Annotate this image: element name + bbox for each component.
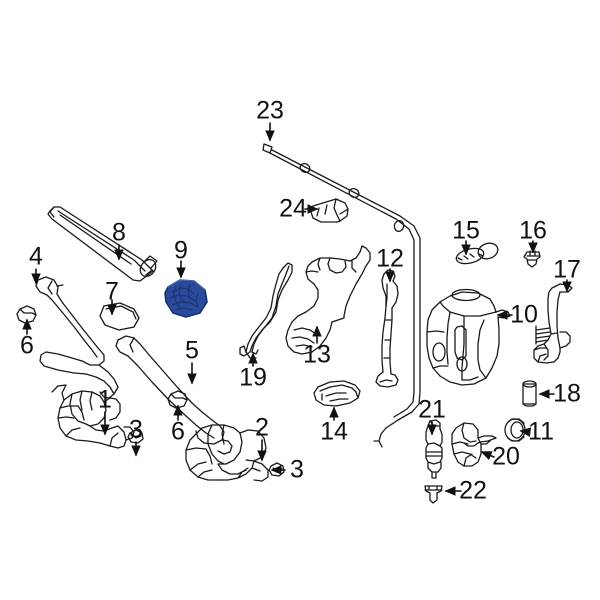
callout-label-1[interactable]: 1: [98, 385, 112, 414]
part-washer-fluid-hose: [262, 143, 421, 448]
part-wiper-motor-assembly-front: [51, 384, 135, 449]
callout-label-20[interactable]: 20: [492, 442, 520, 471]
callout-label-16[interactable]: 16: [519, 216, 547, 245]
callout-label-11[interactable]: 11: [528, 417, 554, 446]
part-washer-hose-bracket: [285, 245, 371, 355]
callout-label-3b[interactable]: 3: [290, 455, 304, 484]
callout-label-22[interactable]: 22: [459, 476, 487, 505]
callout-label-19[interactable]: 19: [239, 363, 267, 392]
part-reservoir-plug: [523, 250, 541, 268]
callout-label-5[interactable]: 5: [185, 336, 199, 365]
callout-label-21[interactable]: 21: [418, 395, 446, 424]
part-washer-tube-assembly: [239, 262, 293, 359]
callout-label-10[interactable]: 10: [510, 300, 538, 329]
part-wiper-arm-cap-right: [167, 390, 188, 409]
callout-label-13[interactable]: 13: [303, 340, 331, 369]
callout-label-6b[interactable]: 6: [171, 417, 185, 446]
part-wiper-arm-upper: [35, 276, 119, 399]
part-reservoir-mount-bracket: [533, 283, 573, 364]
part-washer-filler-neck: [375, 269, 399, 388]
leader-20: [480, 451, 495, 461]
callout-label-24[interactable]: 24: [279, 194, 307, 223]
part-washer-level-sensor: [451, 422, 497, 467]
callout-label-2[interactable]: 2: [255, 413, 269, 442]
part-reservoir-bushing: [522, 380, 537, 407]
callout-label-18[interactable]: 18: [553, 379, 581, 408]
part-washer-fluid-reservoir: [426, 288, 511, 386]
part-reservoir-cap: [455, 242, 499, 265]
callout-label-15[interactable]: 15: [452, 216, 480, 245]
part-reservoir-grommet: [504, 418, 526, 442]
part-washer-hose-connector: [310, 198, 349, 223]
callout-label-17[interactable]: 17: [553, 255, 581, 284]
part-washer-fluid-pump: [425, 419, 443, 479]
callout-label-3a[interactable]: 3: [129, 415, 143, 444]
leader-11: [519, 427, 532, 437]
callout-label-23[interactable]: 23: [256, 96, 284, 125]
callout-label-8[interactable]: 8: [112, 218, 126, 247]
part-wiper-arm-cap-left: [16, 305, 37, 324]
part-washer-pump-grommet: [424, 485, 443, 504]
callout-label-6a[interactable]: 6: [20, 331, 34, 360]
part-wiper-relay-module-highlighted[interactable]: [164, 279, 208, 318]
callout-label-9[interactable]: 9: [174, 236, 188, 265]
part-wiper-motor-nut-left: [127, 429, 144, 444]
callout-label-7[interactable]: 7: [105, 277, 119, 306]
part-washer-nozzle-cover: [313, 380, 361, 407]
callout-label-4[interactable]: 4: [29, 242, 43, 271]
part-wiper-arm-lower: [115, 335, 233, 455]
part-wiper-arm-nut-cover: [99, 302, 140, 331]
part-wiper-blade: [47, 206, 158, 282]
callout-label-12[interactable]: 12: [376, 244, 404, 273]
callout-label-14[interactable]: 14: [320, 417, 348, 446]
part-wiper-motor-assembly-rear: [185, 424, 269, 482]
